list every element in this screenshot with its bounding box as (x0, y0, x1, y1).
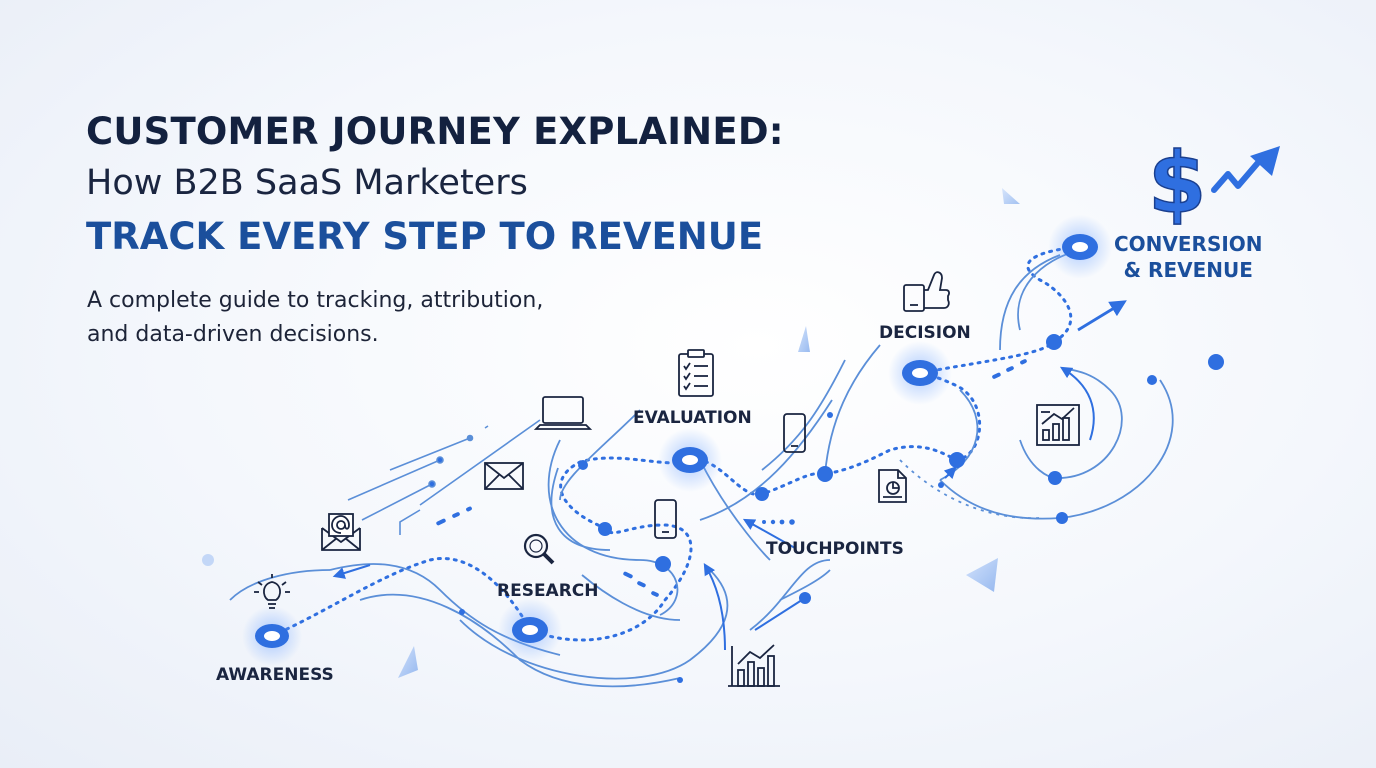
conversion-line-1: CONVERSION (1114, 232, 1263, 256)
decor-shard (398, 646, 418, 678)
growth-arrow-icon (1211, 155, 1265, 193)
clipboard-checklist-icon (678, 349, 714, 397)
journey-path (270, 245, 1082, 642)
connector-lines (347, 419, 541, 535)
flow-arrows (332, 300, 1127, 651)
title-line-2: How B2B SaaS Marketers (86, 163, 528, 203)
thumbs-up-icon (903, 271, 950, 312)
decor-dot (202, 554, 214, 566)
bar-chart-growth-icon (1036, 404, 1080, 446)
stage-node-conversion (1048, 215, 1112, 279)
decor-shard (798, 326, 810, 352)
dollar-growth-icon: $ (1147, 133, 1280, 233)
stage-node-evaluation (658, 428, 722, 492)
subtitle-line-1: A complete guide to tracking, attributio… (87, 288, 544, 313)
stage-label-decision: DECISION (879, 323, 971, 343)
decor-shard (966, 558, 998, 592)
smartphone-icon (783, 413, 806, 453)
smartphone-icon (654, 499, 677, 539)
stage-label-evaluation: EVALUATION (633, 408, 752, 428)
dollar-sign: $ (1148, 134, 1206, 232)
envelope-icon (484, 462, 524, 490)
path-dots (459, 334, 1157, 683)
stage-node-research (498, 598, 562, 662)
email-at-icon (321, 513, 361, 551)
title-line-1: CUSTOMER JOURNEY EXPLAINED: (86, 110, 784, 153)
bar-chart-growth-icon (728, 644, 780, 687)
report-pie-chart-icon (878, 469, 907, 503)
stage-node-awareness (242, 606, 302, 666)
decor-shard (1002, 188, 1020, 204)
headline: CUSTOMER JOURNEY EXPLAINED: How B2B SaaS… (86, 108, 886, 261)
subtitle: A complete guide to tracking, attributio… (87, 284, 707, 352)
title-line-3: TRACK EVERY STEP TO REVENUE (86, 215, 764, 258)
dash-marks (436, 359, 1027, 597)
stage-label-conversion: CONVERSION & REVENUE (1114, 231, 1263, 283)
stage-label-awareness: AWARENESS (216, 665, 334, 685)
stage-node-decision (888, 341, 952, 405)
subtitle-line-2: and data-driven decisions. (87, 322, 379, 347)
laptop-icon (533, 396, 593, 430)
stage-label-touchpoints: TOUCHPOINTS (766, 539, 904, 559)
magnifier-icon (523, 533, 555, 565)
conversion-line-2: & REVENUE (1123, 258, 1253, 282)
growth-arrow-head-icon (1250, 146, 1280, 176)
decor-dot (1208, 354, 1224, 370)
lightbulb-icon (254, 574, 290, 609)
stage-label-research: RESEARCH (497, 581, 599, 601)
